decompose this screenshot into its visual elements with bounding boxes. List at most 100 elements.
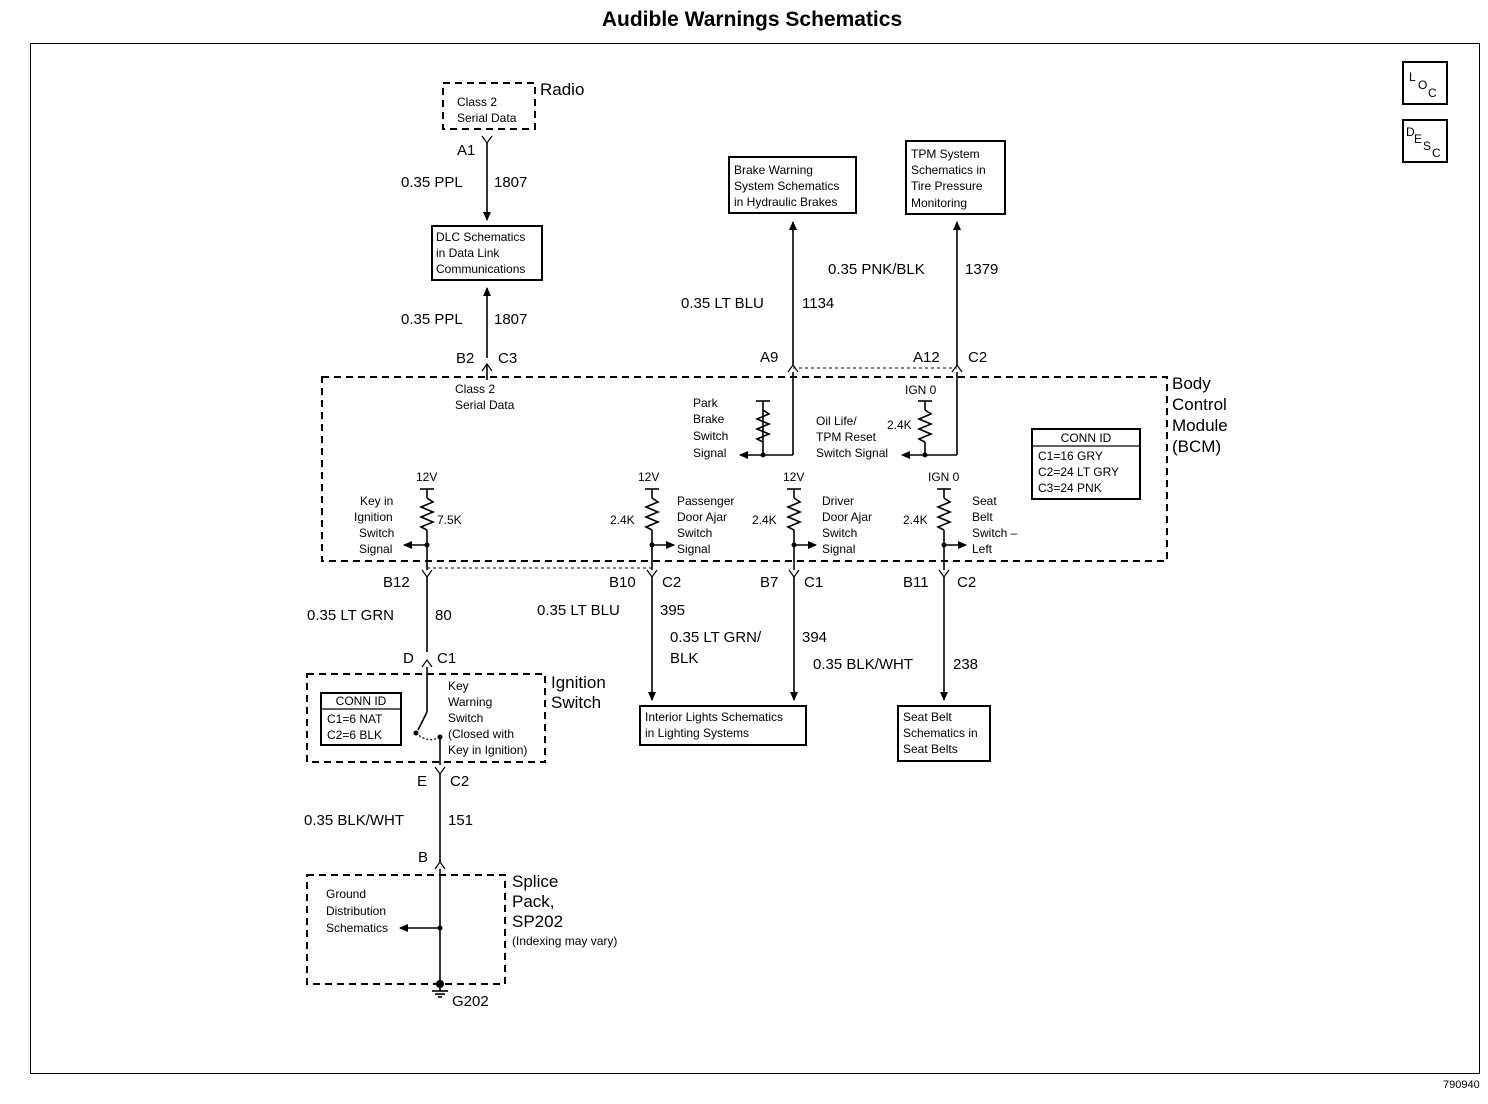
brake-warning-box[interactable]: Brake Warning System Schematics in Hydra…	[728, 156, 857, 214]
wire-tpm-gauge: 0.35 PNK/BLK	[828, 261, 925, 278]
class2-line2: Serial Data	[455, 398, 515, 412]
tpm-line4: Monitoring	[911, 196, 967, 210]
brake-line2: System Schematics	[734, 179, 839, 193]
pin-b12: B12	[383, 574, 410, 591]
desc-icon[interactable]: D E S C	[1402, 119, 1448, 163]
dlc-line1: DLC Schematics	[436, 230, 525, 244]
seatbelt-line3: Seat Belts	[903, 742, 958, 756]
driver-line4: Signal	[822, 542, 855, 556]
resistor-oil	[916, 409, 934, 443]
splice-name-line1: Splice	[512, 872, 558, 891]
driver-line3: Switch	[822, 526, 857, 540]
loc-letter-c: C	[1428, 86, 1437, 100]
junction-dot	[760, 452, 766, 458]
wire-ground-circuit: 151	[448, 812, 473, 829]
ground-label-g202: G202	[452, 993, 489, 1010]
pin-c1-b7: C1	[804, 574, 823, 591]
park-brake-line3: Switch	[693, 429, 728, 443]
wire-driver-gauge-line1: 0.35 LT GRN/	[670, 629, 762, 646]
key-switch-line2: Warning	[448, 695, 492, 709]
wire-radio-gauge: 0.35 PPL	[401, 174, 463, 191]
ign-conn-row-2: C2=6 BLK	[327, 728, 382, 742]
dlc-line3: Communications	[436, 262, 525, 276]
wire-brake-circuit: 1134	[802, 295, 834, 312]
pass-line4: Signal	[677, 542, 710, 556]
bcm-conn-id-title: CONN ID	[1061, 431, 1112, 445]
wire-radio-circuit: 1807	[494, 174, 527, 191]
dlc-schematics-box[interactable]: DLC Schematics in Data Link Communicatio…	[431, 225, 543, 281]
connector-mark	[421, 569, 433, 579]
ign0-oil: IGN 0	[905, 383, 937, 397]
wire-pass-gauge: 0.35 LT BLU	[537, 602, 620, 619]
connector-mark	[788, 569, 800, 579]
ign0-seat: IGN 0	[928, 470, 960, 484]
connector-mark	[938, 569, 950, 579]
wire-dlc-gauge: 0.35 PPL	[401, 311, 463, 328]
wire-driver-circuit: 394	[802, 629, 827, 646]
ign-conn-row-1: C1=6 NAT	[327, 712, 383, 726]
ground-dist-line1: Ground	[326, 887, 366, 901]
pin-c2-top: C2	[968, 349, 987, 366]
pass-line2: Door Ajar	[677, 510, 727, 524]
diagram-frame	[30, 43, 1480, 1074]
desc-letter-s: S	[1423, 139, 1431, 153]
pin-c2-ign: C2	[450, 773, 469, 790]
resistor-key-value: 7.5K	[437, 513, 462, 527]
key-switch-line3: Switch	[448, 711, 483, 725]
interior-line1: Interior Lights Schematics	[645, 710, 783, 724]
wire-key-circuit: 80	[435, 607, 452, 624]
interior-lights-box[interactable]: Interior Lights Schematics in Lighting S…	[639, 705, 807, 746]
tpm-system-box[interactable]: TPM System Schematics in Tire Pressure M…	[905, 140, 1006, 215]
oil-life-line3: Switch Signal	[816, 446, 888, 460]
bcm-conn-row-3: C3=24 PNK	[1038, 481, 1102, 495]
pin-b11: B11	[903, 574, 929, 591]
connector-mark	[481, 135, 493, 145]
wire-seat-circuit: 238	[953, 656, 978, 673]
bcm-name-line2: Control	[1172, 395, 1227, 414]
junction-dot	[791, 542, 797, 548]
wire-key-gauge: 0.35 LT GRN	[307, 607, 394, 624]
radio-label-line2: Serial Data	[457, 111, 517, 125]
bcm-name-line3: Module	[1172, 416, 1228, 435]
key-switch-line4: (Closed with	[448, 727, 514, 741]
seat-line4: Left	[972, 542, 993, 556]
pin-a12: A12	[913, 349, 940, 366]
wire-driver-gauge-line2: BLK	[670, 650, 698, 667]
brake-line3: in Hydraulic Brakes	[734, 195, 837, 209]
wire-tpm-circuit: 1379	[965, 261, 998, 278]
radio-name: Radio	[540, 80, 584, 99]
resistor-driver	[785, 497, 803, 531]
bcm-conn-row-2: C2=24 LT GRY	[1038, 465, 1119, 479]
loc-icon[interactable]: L O C	[1402, 61, 1448, 105]
pin-b-splice: B	[418, 849, 428, 866]
loc-letter-o: O	[1418, 78, 1427, 92]
seat-belt-box[interactable]: Seat Belt Schematics in Seat Belts	[897, 705, 991, 762]
ignition-switch-outline	[306, 673, 546, 763]
resistor-oil-value: 2.4K	[887, 418, 912, 432]
resistor-seat-value: 2.4K	[903, 513, 928, 527]
seat-line1: Seat	[972, 494, 997, 508]
resistor-key	[418, 497, 436, 531]
pin-c2-b10: C2	[662, 574, 681, 591]
key-line1: Key in	[360, 494, 393, 508]
seat-line2: Belt	[972, 510, 993, 524]
wire-ground-gauge: 0.35 BLK/WHT	[304, 812, 404, 829]
ground-dist-line2: Distribution	[326, 904, 386, 918]
pin-c1-ign: C1	[437, 650, 456, 667]
ignition-conn-id-table: CONN ID C1=6 NAT C2=6 BLK	[320, 692, 402, 746]
pin-b10: B10	[609, 574, 636, 591]
desc-letter-e: E	[1414, 132, 1422, 146]
park-brake-line2: Brake	[693, 412, 725, 426]
connector-mark	[787, 363, 799, 373]
page-title: Audible Warnings Schematics	[601, 8, 903, 31]
key-line2: Ignition	[354, 510, 393, 524]
desc-letter-d: D	[1406, 125, 1415, 139]
brake-line1: Brake Warning	[734, 163, 813, 177]
seat-line3: Switch –	[972, 526, 1018, 540]
pin-a9: A9	[760, 349, 778, 366]
key-switch-line1: Key	[448, 679, 469, 693]
oil-life-line1: Oil Life/	[816, 414, 857, 428]
splice-note: (Indexing may vary)	[512, 934, 617, 948]
resistor-driver-value: 2.4K	[752, 513, 777, 527]
wire-brake-gauge: 0.35 LT BLU	[681, 295, 764, 312]
